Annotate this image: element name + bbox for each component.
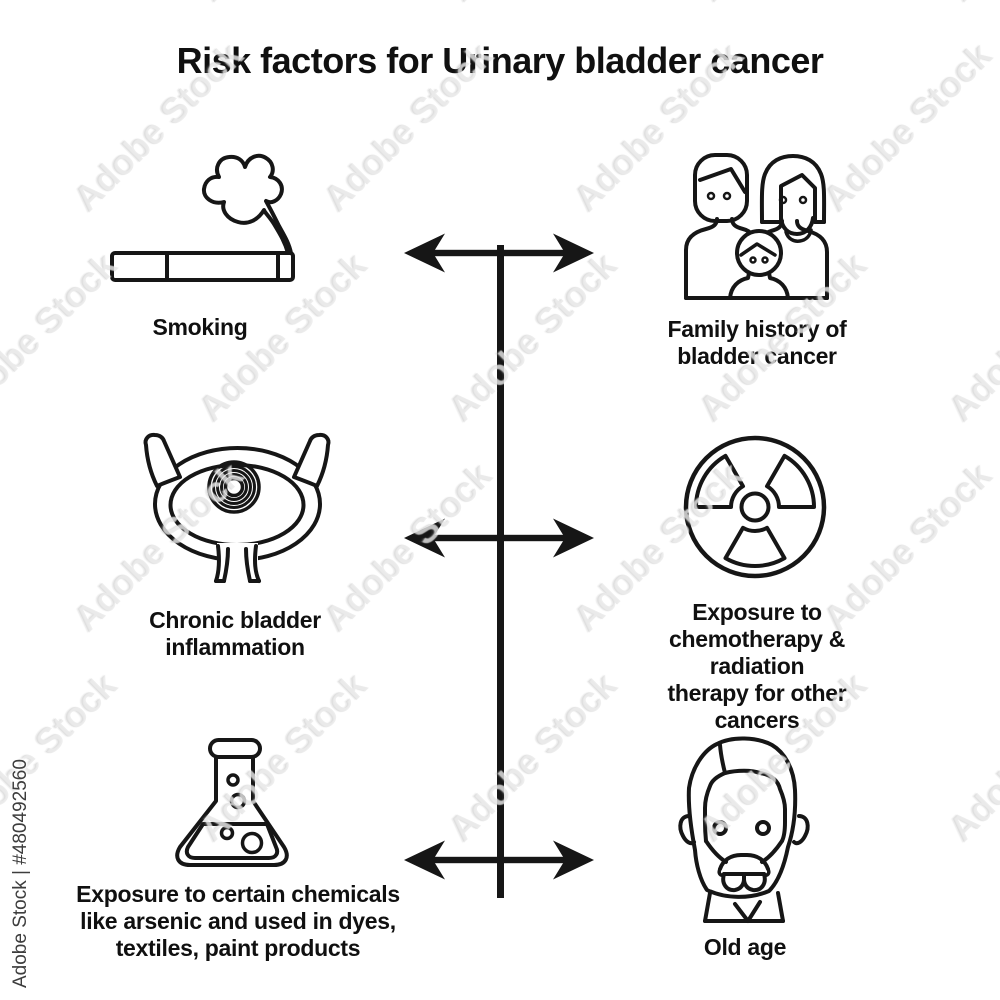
- watermark-tile: Adobe Stock: [190, 0, 375, 10]
- flask-icon: [175, 738, 289, 867]
- item-label-smoking: Smoking: [152, 314, 248, 340]
- item-label-chemicals: Exposure to certain chemicals like arsen…: [76, 881, 400, 961]
- watermark-id-text: Adobe Stock | #480492560: [10, 759, 31, 988]
- item-label-chronic-bladder-inflammation: Chronic bladder inflammation: [149, 607, 321, 660]
- watermark-tile: Adobe Stock: [440, 664, 625, 849]
- cigarette-icon: [110, 153, 295, 282]
- page-title: Risk factors for Urinary bladder cancer: [176, 40, 824, 81]
- family-icon: [684, 153, 829, 300]
- watermark-tile: Adobe Stock: [690, 0, 875, 10]
- item-label-chemo-radiation: Exposure to chemotherapy & radiation the…: [667, 599, 847, 733]
- timeline-vertical-line: [497, 245, 504, 898]
- watermark-tile: Adobe Stock: [815, 34, 1000, 219]
- watermark-tile: Adobe Stock: [440, 0, 625, 10]
- watermark-tile: Adobe Stock: [940, 0, 1000, 10]
- double-arrow-icon: [404, 840, 594, 880]
- watermark-tile: Adobe Stock: [940, 664, 1000, 849]
- radiation-icon: [683, 435, 827, 579]
- watermark-tile: Adobe Stock: [0, 0, 125, 10]
- watermark-tile: Adobe Stock: [0, 664, 125, 849]
- item-label-old-age: Old age: [703, 934, 787, 960]
- old-man-icon: [678, 736, 810, 923]
- item-label-family-history: Family history of bladder cancer: [667, 316, 847, 369]
- watermark-tile: Adobe Stock: [940, 244, 1000, 429]
- bladder-icon: [143, 432, 331, 583]
- double-arrow-icon: [404, 518, 594, 558]
- double-arrow-icon: [404, 233, 594, 273]
